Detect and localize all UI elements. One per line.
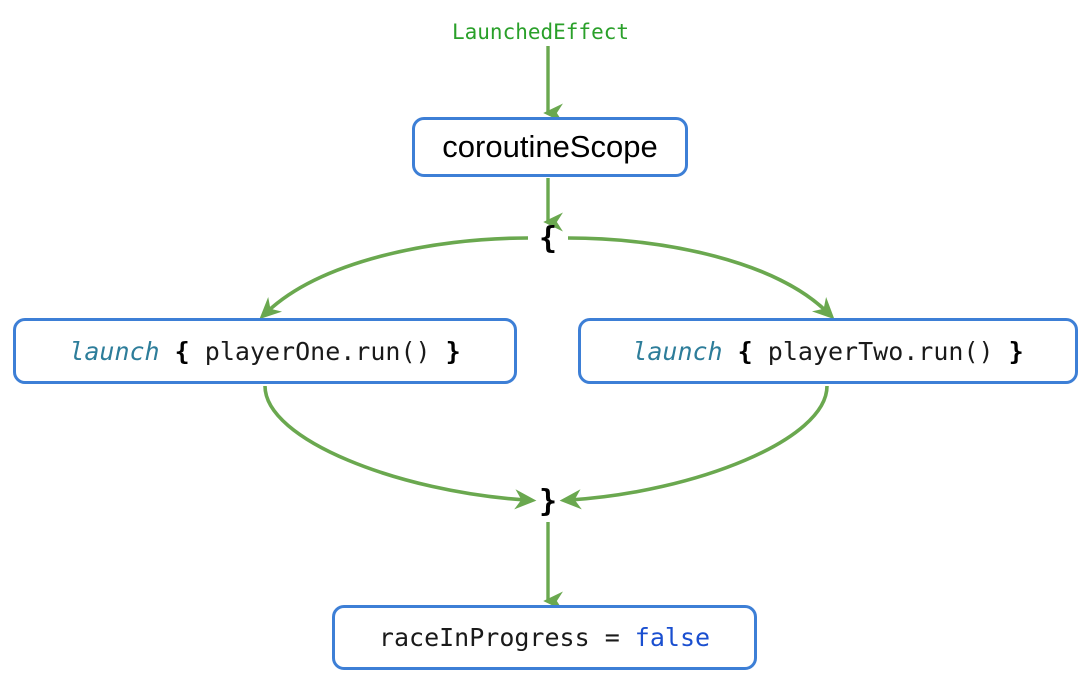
launch-one-open-brace: { <box>174 336 190 366</box>
edge-launch-one-to-close-brace <box>263 385 537 510</box>
launch-two-body: playerTwo.run() <box>767 336 994 366</box>
launch-two-open-brace: { <box>737 336 753 366</box>
node-coroutine-scope-label: coroutineScope <box>442 129 658 164</box>
close-brace-label: } <box>539 484 558 519</box>
race-flag-code-line: raceInProgress = false <box>379 623 710 652</box>
race-flag-value: false <box>634 623 711 652</box>
launch-two-close-brace: } <box>1008 336 1024 366</box>
launch-one-body: playerOne.run() <box>204 336 431 366</box>
edge-open-brace-to-launch-two <box>567 236 835 320</box>
edge-open-brace-to-launch-one <box>259 236 529 320</box>
launch-two-code-line: launch { playerTwo.run() } <box>632 337 1023 366</box>
node-launch-player-two[interactable]: launch { playerTwo.run() } <box>578 318 1078 384</box>
node-coroutine-scope[interactable]: coroutineScope <box>412 117 688 177</box>
launched-effect-label: LaunchedEffect <box>452 20 630 44</box>
node-launch-player-one[interactable]: launch { playerOne.run() } <box>13 318 517 384</box>
node-race-in-progress[interactable]: raceInProgress = false <box>332 605 757 670</box>
launch-one-code-line: launch { playerOne.run() } <box>69 337 460 366</box>
launch-one-close-brace: } <box>445 336 461 366</box>
race-flag-assignment: raceInProgress = <box>378 623 635 652</box>
edge-launch-two-to-close-brace <box>559 385 829 510</box>
open-brace-label: { <box>539 221 558 256</box>
launch-two-keyword: launch <box>632 336 723 366</box>
launch-one-keyword: launch <box>69 336 160 366</box>
